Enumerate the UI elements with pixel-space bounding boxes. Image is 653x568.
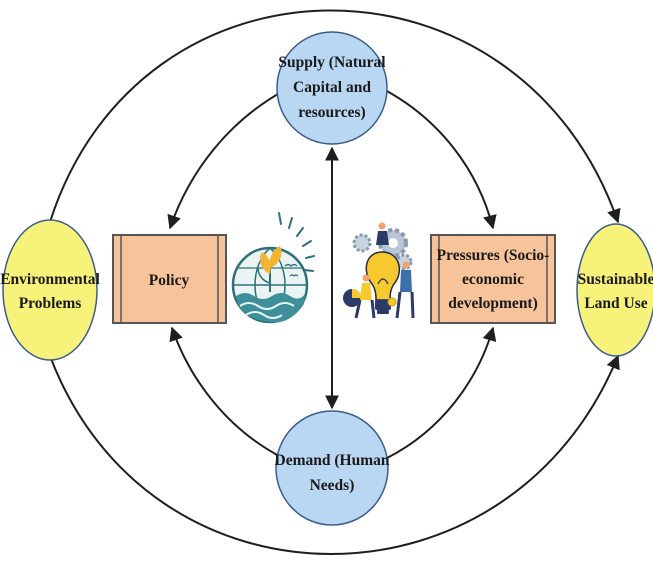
arrow-demand-to-pressures bbox=[386, 326, 497, 459]
lightbulb-gears-people-icon bbox=[343, 222, 415, 319]
supply-ellipse bbox=[276, 31, 388, 145]
arrow-supply-to-pressures bbox=[384, 89, 497, 230]
arrow-demand-to-policy bbox=[169, 326, 284, 459]
demand-ellipse bbox=[275, 410, 389, 526]
demand-label-line1: Demand (Human bbox=[275, 452, 390, 469]
earth-plant-water-icon bbox=[231, 212, 315, 324]
node-sustainable-land-use: Sustainable Land Use bbox=[576, 223, 653, 357]
node-environmental-problems: Environmental Problems bbox=[0, 219, 100, 361]
environmental-ellipse bbox=[2, 219, 98, 361]
policy-label: Policy bbox=[149, 272, 190, 289]
environmental-label-line1: Environmental bbox=[0, 271, 100, 288]
environmental-label-line2: Problems bbox=[19, 295, 82, 312]
supply-label-line1: Supply (Natural bbox=[278, 54, 386, 71]
arrow-supply-to-policy bbox=[167, 89, 286, 230]
supply-label-line3: resources) bbox=[298, 104, 365, 121]
arc-top-outer bbox=[49, 9, 621, 224]
node-pressures: Pressures (Socio- economic development) bbox=[430, 234, 556, 324]
pressures-box bbox=[430, 234, 556, 324]
node-policy: Policy bbox=[112, 234, 227, 324]
pressures-label-line3: development) bbox=[448, 295, 538, 312]
sustainable-ellipse bbox=[576, 223, 653, 357]
sustainable-label-line1: Sustainable bbox=[578, 271, 653, 288]
sustainable-label-line2: Land Use bbox=[584, 295, 647, 312]
pressures-label-line2: economic bbox=[462, 271, 524, 288]
arc-bottom-outer bbox=[49, 354, 620, 555]
supply-label-line2: Capital and bbox=[293, 79, 371, 96]
policy-box bbox=[112, 234, 227, 324]
node-demand: Demand (Human Needs) bbox=[275, 410, 390, 526]
pressures-label-line1: Pressures (Socio- bbox=[437, 247, 550, 264]
demand-label-line2: Needs) bbox=[310, 477, 355, 494]
node-supply: Supply (Natural Capital and resources) bbox=[276, 31, 388, 145]
